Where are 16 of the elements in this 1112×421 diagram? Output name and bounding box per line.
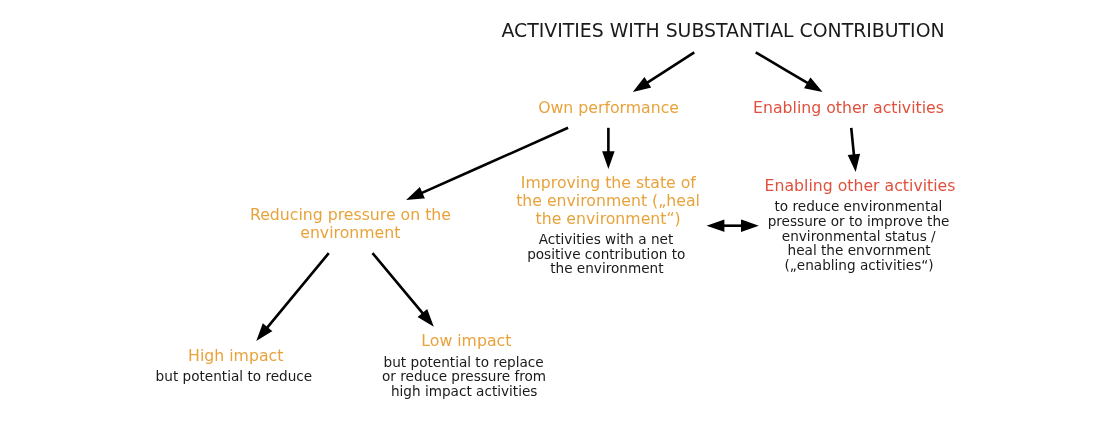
node-text: High impact but potential to reduce [155, 345, 312, 385]
arrow [371, 252, 434, 327]
node-text: Low impact but potential to replace or reduce pressure from high impact activities [381, 331, 546, 399]
node-text: Improving the state of the environment („heal the environment“) Activities with a net positive contribution to the environment [515, 172, 700, 277]
node-text: Own performance [537, 98, 679, 118]
node-text: Reducing pressure on the environment [249, 205, 451, 243]
arrow [255, 252, 330, 341]
arrow [601, 127, 615, 170]
arrow [706, 219, 759, 232]
node-text: Enabling other activities [752, 98, 944, 118]
arrow [632, 51, 695, 93]
node-text: ACTIVITIES WITH SUBSTANTIAL CONTRIBUTION [500, 18, 945, 41]
arrow [847, 127, 860, 173]
arrow [754, 51, 823, 92]
arrow [405, 126, 569, 200]
node-text: Enabling other activities to reduce environmental pressure or to improve the environmental status / heal the envornment („enabling activities“) [764, 176, 955, 274]
